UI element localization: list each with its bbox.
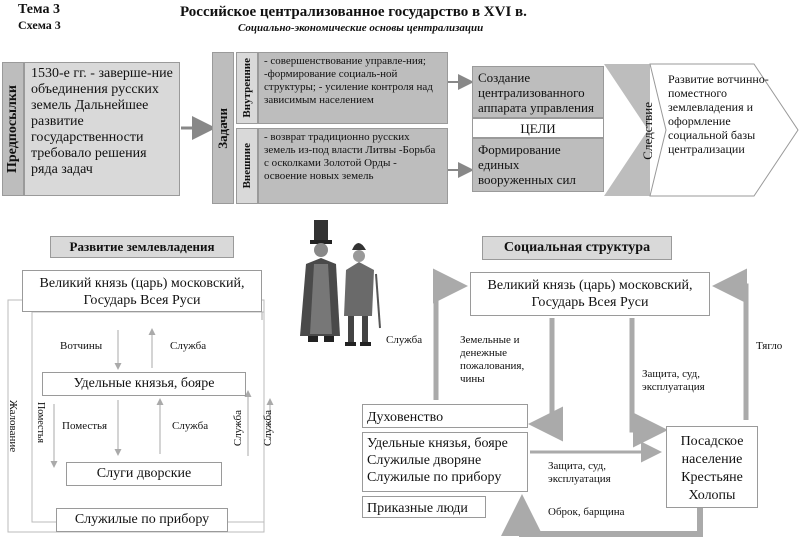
goal2-text: Формирование единых вооруженных сил — [478, 142, 576, 187]
land-sluzhilye: Служилые по прибору — [56, 508, 228, 532]
external-box: - возврат традиционно русских земель из-… — [258, 128, 448, 204]
tasks-label-box: Задачи — [212, 52, 234, 204]
goal1-box: Создание централизованного аппарата упра… — [472, 66, 604, 118]
land-grand-prince: Великий князь (царь) московский, Государ… — [22, 270, 262, 312]
internal-text: - совершенствование управле-ния; -формир… — [264, 55, 433, 106]
social-tyaglo: Тягло — [756, 340, 783, 352]
land-zhalovanie: Жалование — [7, 400, 19, 453]
land-sluzhilye-text: Служилые по прибору — [74, 512, 210, 527]
page-title: Российское централизованное государство … — [180, 4, 527, 20]
internal-label-box: Внутренние — [236, 52, 258, 124]
land-service2: Служба — [172, 420, 209, 432]
land-udelnye: Удельные князья, бояре — [42, 372, 246, 396]
land-slugi-text: Слуги дворские — [96, 466, 192, 481]
external-text: - возврат традиционно русских земель из-… — [264, 131, 436, 182]
social-title-box: Социальная структура — [482, 236, 672, 260]
internal-box: - совершенствование управле-ния; -формир… — [258, 52, 448, 124]
social-nobility-text: Удельные князья, бояре Служилые дворяне … — [367, 436, 508, 485]
social-prikaznye: Приказные люди — [362, 496, 486, 518]
tasks-label: Задачи — [215, 107, 230, 149]
social-obrok: Оброк, барщина — [548, 506, 625, 518]
land-slugi: Слуги дворские — [66, 462, 222, 486]
consequence-chevron — [604, 63, 799, 197]
consequence-label-wrap: Следствие — [640, 96, 656, 166]
land-title-box: Развитие землевладения — [50, 236, 234, 258]
external-label-box: Внешние — [236, 128, 258, 204]
scheme-label: Схема 3 — [18, 18, 61, 32]
social-protection2: Защита, суд, эксплуатация — [548, 460, 611, 485]
topic-label: Тема 3 — [18, 2, 60, 17]
goal2-box: Формирование единых вооруженных сил — [472, 138, 604, 192]
consequence-text: Развитие вотчинно-поместного землевладен… — [668, 72, 769, 156]
social-protection: Защита, суд, эксплуатация — [642, 368, 705, 393]
land-pomestya-vert: Поместья — [35, 402, 46, 444]
land-zhalovanie-wrap: Жалование — [6, 400, 19, 457]
social-clergy-text: Духовенство — [367, 410, 444, 425]
social-nobility: Удельные князья, бояре Служилые дворяне … — [362, 432, 528, 492]
social-title: Социальная структура — [503, 240, 651, 255]
prereq-label-box: Предпосылки — [2, 62, 24, 196]
social-grand-prince-text: Великий князь (царь) московский, Государ… — [487, 278, 693, 310]
social-grand-prince: Великий князь (царь) московский, Государ… — [470, 272, 710, 316]
land-service4: Служба — [262, 410, 274, 447]
historical-figures-image — [300, 220, 381, 346]
social-clergy: Духовенство — [362, 404, 528, 428]
land-grand-prince-text: Великий князь (царь) московский, Государ… — [39, 276, 245, 308]
external-label: Внешние — [241, 143, 253, 189]
social-peasants: Посадское население Крестьяне Холопы — [666, 426, 758, 508]
social-prikaznye-text: Приказные люди — [367, 501, 468, 516]
social-grants: Земельные и денежные пожалования, чины — [460, 334, 525, 385]
social-service: Служба — [386, 334, 423, 346]
social-peasants-text: Посадское население Крестьяне Холопы — [680, 434, 744, 503]
land-pomestya: Поместья — [62, 420, 108, 432]
land-title: Развитие землевладения — [69, 239, 215, 254]
goal1-text: Создание централизованного аппарата упра… — [478, 70, 594, 115]
page-subtitle: Социально-экономические основы централиз… — [238, 22, 484, 34]
land-service3-wrap: Служба — [232, 410, 245, 451]
prereq-box: 1530-е гг. - заверше-ние объединения рус… — [24, 62, 180, 196]
consequence-label: Следствие — [640, 102, 655, 160]
land-pomestya-vert-wrap: Поместья — [34, 402, 46, 448]
internal-label: Внутренние — [241, 58, 253, 118]
land-service1: Служба — [170, 340, 207, 352]
land-udelnye-text: Удельные князья, бояре — [73, 376, 215, 391]
land-service4-wrap: Служба — [262, 410, 275, 451]
prereq-text: 1530-е гг. - заверше-ние объединения рус… — [31, 66, 173, 177]
goals-label: ЦЕЛИ — [520, 120, 556, 136]
land-service3: Служба — [232, 410, 244, 447]
land-votchiny: Вотчины — [60, 340, 103, 352]
goals-box: ЦЕЛИ — [472, 118, 604, 138]
